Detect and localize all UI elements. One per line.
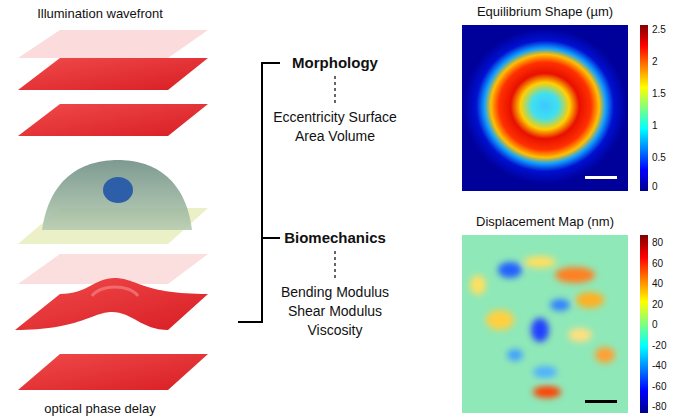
heatmap-panel: Equilibrium Shape (µm)	[455, 4, 635, 192]
caption-text: optical phase delay	[0, 399, 200, 418]
colorbar-tick: -20	[652, 340, 666, 352]
colorbar-tick: -80	[652, 401, 666, 413]
colorbar-tick: 2.5	[652, 24, 666, 36]
heatmap-panel: Displacement Map (nm)	[455, 214, 635, 414]
panel-title: Displacement Map (nm)	[455, 214, 635, 230]
section-heading: Morphology	[270, 53, 400, 72]
colorbar-tick: 60	[652, 258, 663, 270]
colorbar-tick: 0	[652, 319, 658, 331]
panel-title: Equilibrium Shape (µm)	[455, 4, 635, 20]
colorbar-tick: 20	[652, 299, 663, 311]
colorbar-tick: 1.5	[652, 88, 666, 100]
colorbar-tick: -60	[652, 381, 666, 393]
caption-text: Illumination wavefront	[0, 4, 200, 23]
property-list: Bending Modulus Shear Modulus Viscosity	[273, 283, 398, 340]
section-heading: Biomechanics	[270, 228, 400, 247]
colorbar-tick: 40	[652, 278, 663, 290]
property-list: Eccentricity Surface Area Volume	[273, 108, 398, 146]
colorbar-tick: 2	[652, 56, 658, 68]
colorbar-tick: -40	[652, 360, 666, 372]
colorbar-tick: 80	[652, 237, 663, 249]
colorbar-tick: 0	[652, 181, 658, 193]
colorbar-tick: 0.5	[652, 152, 666, 164]
colorbar-tick: 1	[652, 120, 658, 132]
